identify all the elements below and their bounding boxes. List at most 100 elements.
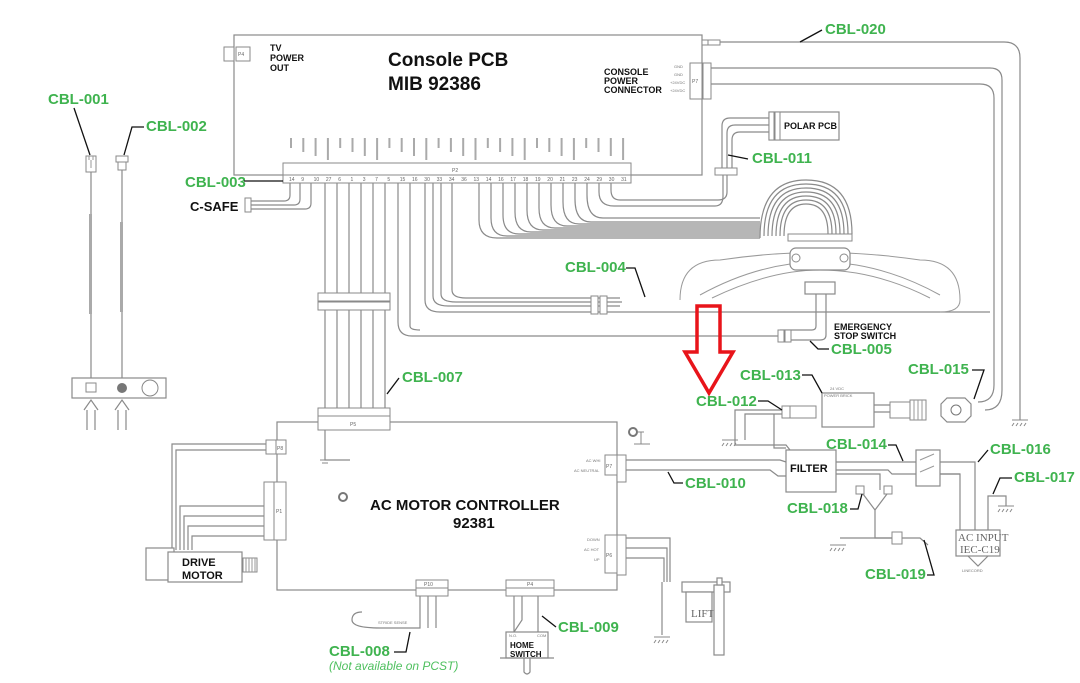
p2-signal-label	[437, 138, 440, 148]
emergency-stop-label-2: STOP SWITCH	[834, 331, 896, 341]
p2-signal-labels	[290, 138, 625, 160]
p2-pin-number: 30	[424, 177, 430, 183]
ac-input: AC INPUT IEC-C19 LINECORD	[955, 495, 1014, 573]
ac-input-label-2: IEC-C19	[960, 544, 1000, 556]
p2-pin-number: 14	[289, 177, 295, 183]
p2-signal-label	[462, 138, 465, 156]
stride-sense-label: STRIDE SENSE	[378, 620, 408, 625]
console-pcb-title: Console PCB	[388, 50, 508, 71]
cable-callouts: CBL-001 CBL-002 CBL-003 CBL-004 CBL-005 …	[48, 21, 1075, 673]
p2-pin-number: 23	[572, 177, 578, 183]
p2-harness-wires	[324, 175, 990, 337]
c-safe-label: C-SAFE	[190, 199, 239, 214]
cbl-003-label: CBL-003	[185, 174, 246, 191]
p2-signal-label	[449, 138, 452, 152]
p2-connector: P2	[452, 168, 458, 174]
mov-assembly	[829, 485, 929, 552]
cbl-019-label: CBL-019	[865, 566, 926, 583]
p2-signal-label	[400, 138, 403, 152]
cbl-020-label: CBL-020	[825, 21, 886, 38]
p6-connector: P6	[606, 553, 612, 559]
cbl-004-connector	[590, 295, 608, 315]
p2-signal-label	[609, 138, 612, 156]
cbl-008-note: (Not available on PCST)	[329, 659, 458, 673]
home-switch-no: N.O.	[509, 633, 517, 638]
power-brick: 24 VDC POWER BRICK	[721, 386, 972, 451]
p2-signal-label	[499, 138, 502, 152]
p2-signal-label	[536, 138, 538, 148]
polar-pcb-label: POLAR PCB	[784, 121, 838, 131]
p2-pin-number: 17	[510, 177, 516, 183]
p2-pin-number: 16	[412, 177, 418, 183]
ac-motor-controller-model: 92381	[453, 515, 495, 532]
p4-tv-connector: P4	[238, 52, 244, 58]
p1-connector: P1	[276, 509, 282, 515]
p2-pin-number: 1	[351, 177, 354, 183]
cbl-001-label: CBL-001	[48, 91, 109, 108]
p2-pin-number: 18	[523, 177, 529, 183]
cbl-011-label: CBL-011	[752, 150, 812, 167]
p6-pin-down: DOWN	[587, 537, 600, 542]
mid-harness-connector	[317, 292, 391, 417]
filter-label: FILTER	[790, 463, 828, 475]
cbl-005-label: CBL-005	[831, 341, 892, 358]
p2-pin-number: 14	[486, 177, 492, 183]
p2-signal-label	[597, 138, 600, 152]
ac-motor-controller: P5 AC MOTOR CONTROLLER 92381 P8 P1 P7 AC…	[171, 415, 627, 633]
p7-pin-gnd-1: GND	[674, 64, 683, 69]
home-switch-label-2: SWITCH	[510, 650, 542, 659]
console-power-label-1: CONSOLE	[604, 67, 649, 77]
p2-pin-number: 7	[375, 177, 378, 183]
home-switch-label-1: HOME	[510, 641, 535, 650]
p7-console-connector: P7	[692, 79, 698, 85]
p10-connector: P10	[424, 582, 433, 588]
p8-connector: P8	[277, 446, 283, 452]
cbl-018-label: CBL-018	[787, 500, 848, 517]
handlebar-overlay	[679, 247, 961, 341]
linecord-label: LINECORD	[962, 568, 983, 573]
p2-signal-label	[560, 138, 563, 156]
tv-power-out-label-1: TV	[270, 43, 282, 53]
cbl-012-label: CBL-012	[696, 393, 757, 410]
home-switch: N.O. COM HOME SWITCH	[500, 631, 554, 675]
p2-pin-number: 33	[437, 177, 443, 183]
p2-pin-number: 10	[314, 177, 320, 183]
p6-pin-achot: AC HOT	[584, 547, 600, 552]
drive-motor-label-2: MOTOR	[182, 570, 223, 582]
p2-pin-number: 34	[449, 177, 455, 183]
p2-pin-number: 31	[621, 177, 627, 183]
p2-pin-number: 21	[560, 177, 566, 183]
controller-ground	[628, 427, 650, 445]
p2-pin-number: 15	[400, 177, 406, 183]
cbl-008-label: CBL-008	[329, 643, 390, 660]
console-power-label-2: POWER	[604, 76, 639, 86]
p2-pin-number: 16	[498, 177, 504, 183]
p2-signal-label	[388, 138, 391, 148]
p4-home-connector: P4	[527, 582, 533, 588]
p2-signal-label	[523, 138, 526, 160]
cbl-004-label: CBL-004	[565, 259, 627, 276]
on-off-switch	[915, 449, 976, 530]
tv-power-out-label-3: OUT	[270, 63, 290, 73]
p2-pin-number: 19	[535, 177, 541, 183]
p2-signal-label	[548, 138, 551, 152]
p2-signal-label	[425, 138, 428, 160]
cbl-020-wire	[701, 39, 1028, 427]
cbl-005-connector: EMERGENCY STOP SWITCH	[777, 322, 896, 343]
stride-sense: STRIDE SENSE	[351, 611, 408, 629]
p2-pin-number: 20	[547, 177, 553, 183]
p2-pin-number: 27	[326, 177, 332, 183]
p2-signal-label	[572, 138, 575, 160]
p7-ac-pin-neutral: AC NEUTRAL	[574, 468, 600, 473]
p2-signal-label	[314, 138, 317, 156]
p2-signal-label	[474, 138, 477, 160]
p2-signal-label	[511, 138, 514, 156]
cbl-016-label: CBL-016	[990, 441, 1051, 458]
tv-power-out-label-2: POWER	[270, 53, 305, 63]
console-pcb: Console PCB MIB 92386 P4 TV POWER OUT CO…	[223, 34, 712, 184]
p7-pin-gnd-2: GND	[674, 72, 683, 77]
cbl-017-label: CBL-017	[1014, 469, 1075, 486]
p7-pin-24v-2: +24VDC	[670, 88, 685, 93]
p2-pin-number: 9	[301, 177, 304, 183]
